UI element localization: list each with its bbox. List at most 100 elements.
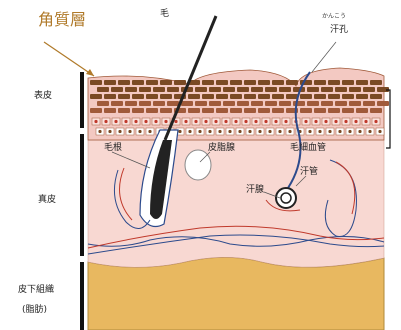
- corneum-brick: [139, 101, 151, 106]
- cell-nucleus: [274, 120, 277, 123]
- corneum-brick: [230, 108, 242, 113]
- corneum-brick: [111, 101, 123, 106]
- corneum-brick: [251, 101, 263, 106]
- corneum-brick: [363, 101, 375, 106]
- corneum-brick: [265, 101, 277, 106]
- corneum-brick: [104, 80, 116, 85]
- cell-nucleus: [228, 130, 231, 133]
- corneum-brick: [356, 80, 368, 85]
- label-pore-ruby: かんこう: [322, 14, 346, 20]
- corneum-arrowhead: [86, 69, 94, 76]
- corneum-brick: [237, 101, 249, 106]
- corneum-brick: [139, 87, 151, 92]
- corneum-brick: [244, 108, 256, 113]
- corneum-brick: [237, 87, 249, 92]
- cell-nucleus: [374, 120, 377, 123]
- label-hair: 毛: [160, 10, 169, 19]
- corneum-brick: [356, 94, 368, 99]
- cell-nucleus: [264, 120, 267, 123]
- corneum-brick: [97, 101, 109, 106]
- corneum-brick: [272, 80, 284, 85]
- corneum-brick: [286, 80, 298, 85]
- corneum-brick: [314, 94, 326, 99]
- corneum-brick: [167, 101, 179, 106]
- stratum-corneum-bricks: [90, 80, 389, 113]
- corneum-brick: [104, 94, 116, 99]
- cell-nucleus: [234, 120, 237, 123]
- corneum-brick: [216, 80, 228, 85]
- label-stratum-corneum: 角質層: [38, 12, 86, 28]
- corneum-brick: [328, 94, 340, 99]
- corneum-arrow: [44, 42, 94, 76]
- corneum-brick: [307, 87, 319, 92]
- corneum-brick: [335, 87, 347, 92]
- corneum-brick: [370, 108, 382, 113]
- cell-nucleus: [268, 130, 271, 133]
- corneum-brick: [286, 94, 298, 99]
- cell-nucleus: [188, 130, 191, 133]
- cell-nucleus: [154, 120, 157, 123]
- cell-nucleus: [178, 130, 181, 133]
- cell-nucleus: [238, 130, 241, 133]
- cell-nucleus: [208, 130, 211, 133]
- cell-nucleus: [368, 130, 371, 133]
- corneum-brick: [300, 94, 312, 99]
- cell-nucleus: [174, 120, 177, 123]
- cell-nucleus: [204, 120, 207, 123]
- cell-nucleus: [224, 120, 227, 123]
- corneum-brick: [146, 80, 158, 85]
- corneum-brick: [146, 108, 158, 113]
- cell-nucleus: [318, 130, 321, 133]
- corneum-brick: [363, 87, 375, 92]
- corneum-brick: [314, 80, 326, 85]
- corneum-brick: [118, 94, 130, 99]
- corneum-brick: [244, 94, 256, 99]
- corneum-brick: [125, 101, 137, 106]
- corneum-brick: [223, 87, 235, 92]
- cell-nucleus: [118, 130, 121, 133]
- corneum-brick: [230, 94, 242, 99]
- cell-nucleus: [144, 120, 147, 123]
- subcutaneous-fat: [88, 257, 384, 330]
- cell-nucleus: [124, 120, 127, 123]
- cell-nucleus: [128, 130, 131, 133]
- corneum-brick: [258, 94, 270, 99]
- corneum-brick: [104, 108, 116, 113]
- corneum-brick: [174, 80, 186, 85]
- corneum-brick: [209, 101, 221, 106]
- cell-nucleus: [248, 130, 251, 133]
- corneum-brick: [307, 101, 319, 106]
- cell-nucleus: [364, 120, 367, 123]
- corneum-brick: [132, 80, 144, 85]
- corneum-brick: [202, 80, 214, 85]
- corneum-brick: [279, 101, 291, 106]
- corneum-brick: [160, 108, 172, 113]
- corneum-brick: [216, 94, 228, 99]
- corneum-brick: [132, 108, 144, 113]
- corneum-brick: [195, 101, 207, 106]
- corneum-brick: [279, 87, 291, 92]
- leader-sweat-pore: [312, 42, 336, 72]
- corneum-brick: [321, 87, 333, 92]
- cell-nucleus: [108, 130, 111, 133]
- cell-nucleus: [148, 130, 151, 133]
- cell-nucleus: [94, 120, 97, 123]
- corneum-brick: [153, 87, 165, 92]
- cell-nucleus: [138, 130, 141, 133]
- cell-nucleus: [254, 120, 257, 123]
- cell-nucleus: [378, 130, 381, 133]
- corneum-brick: [216, 108, 228, 113]
- corneum-brick: [328, 108, 340, 113]
- cell-nucleus: [198, 130, 201, 133]
- cell-nucleus: [348, 130, 351, 133]
- cell-nucleus: [288, 130, 291, 133]
- dermis-layer: [88, 140, 384, 267]
- corneum-brick: [356, 108, 368, 113]
- cell-nucleus: [334, 120, 337, 123]
- cell-nucleus: [194, 120, 197, 123]
- sweat-gland-coil: [276, 188, 296, 208]
- cell-nucleus: [324, 120, 327, 123]
- corneum-brick: [90, 108, 102, 113]
- corneum-brick: [202, 94, 214, 99]
